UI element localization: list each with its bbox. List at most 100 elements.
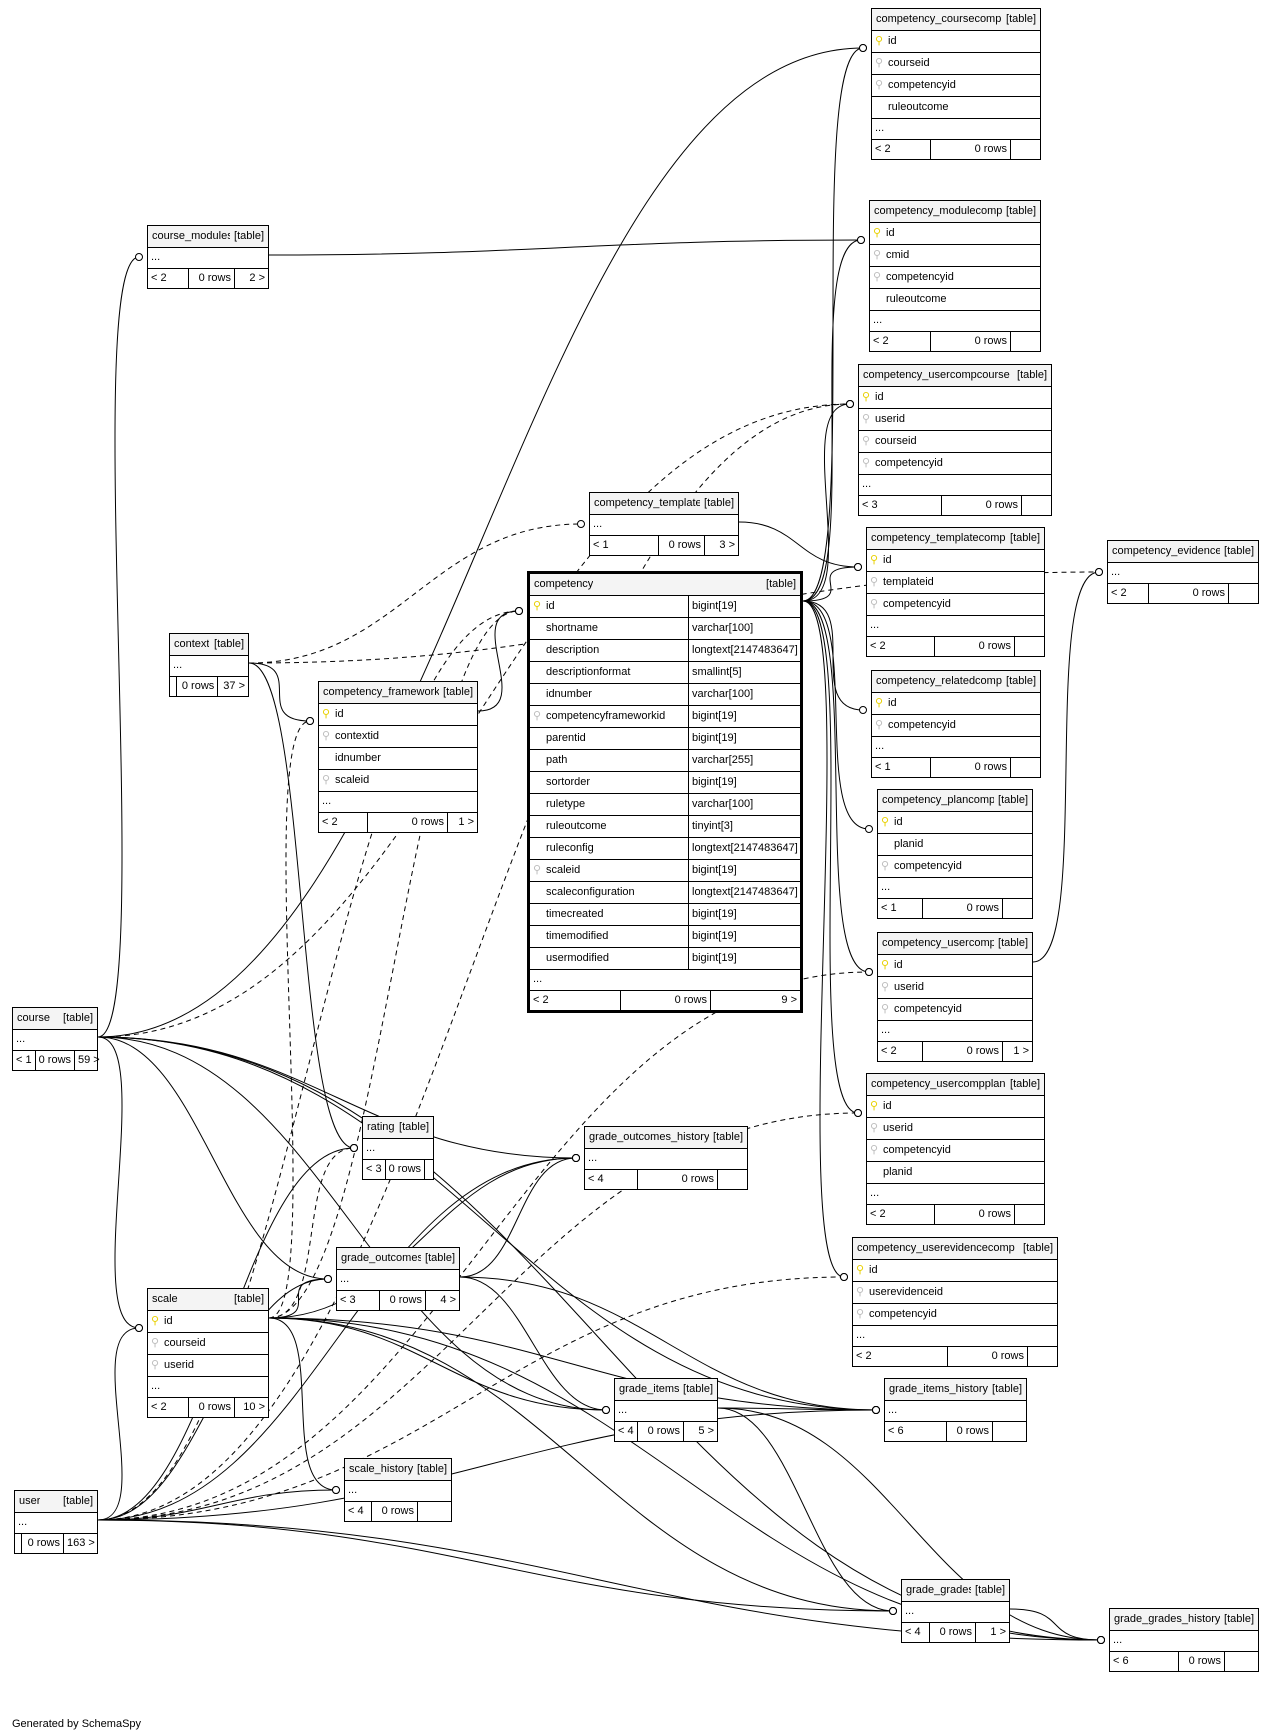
parents-count[interactable]: < 4 [618, 1425, 634, 1437]
column-row[interactable]: ⚲templateid [867, 572, 1044, 594]
table-name[interactable]: competency_template [594, 497, 701, 509]
children-count[interactable] [717, 1170, 747, 1189]
table-header[interactable]: competency_usercomp[table] [878, 933, 1032, 955]
children-count[interactable] [424, 1160, 433, 1179]
table-name[interactable]: competency_usercompplan [871, 1078, 1006, 1090]
column-row[interactable]: ⚲contextid [319, 726, 477, 748]
column-row[interactable]: ⚲id [853, 1260, 1057, 1282]
table-competency-framework[interactable]: competency_framework[table]⚲id⚲contextid… [318, 681, 478, 833]
table-name[interactable]: scale_history [349, 1463, 414, 1475]
table-name[interactable]: competency_evidence [1112, 545, 1221, 557]
table-name[interactable]: competency [534, 578, 594, 590]
children-count[interactable] [1010, 140, 1040, 159]
table-header[interactable]: competency_coursecomp[table] [872, 9, 1040, 31]
table-name[interactable]: competency_userevidencecomp [857, 1242, 1015, 1254]
parents-count[interactable]: < 6 [1113, 1655, 1129, 1667]
column-row[interactable]: ⚲competencyid [867, 1140, 1044, 1162]
column-row[interactable]: ⚲id [872, 31, 1040, 53]
table-competency-relatedcomp[interactable]: competency_relatedcomp[table]⚲id⚲compete… [871, 670, 1041, 778]
table-name[interactable]: competency_plancomp [882, 794, 995, 806]
column-row[interactable]: ⚲courseid [148, 1333, 268, 1355]
table-competency-coursecomp[interactable]: competency_coursecomp[table]⚲id⚲courseid… [871, 8, 1041, 160]
table-header[interactable]: competency_plancomp[table] [878, 790, 1032, 812]
table-competency-modulecomp[interactable]: competency_modulecomp[table]⚲id⚲cmid⚲com… [869, 200, 1041, 352]
table-header[interactable]: grade_grades_history[table] [1110, 1609, 1258, 1631]
table-header[interactable]: grade_grades[table] [902, 1580, 1009, 1602]
table-name[interactable]: competency_usercomp [882, 937, 995, 949]
children-count[interactable] [1228, 584, 1258, 603]
children-count[interactable]: 3 > [704, 536, 738, 555]
table-name[interactable]: competency_framework [323, 686, 440, 698]
children-count[interactable]: 2 > [234, 269, 268, 288]
parents-count[interactable]: < 2 [873, 335, 889, 347]
column-row[interactable]: ⚲id [878, 955, 1032, 977]
column-row[interactable]: planid [878, 834, 1032, 856]
column-row[interactable]: ⚲id [319, 704, 477, 726]
table-name[interactable]: competency_modulecomp [874, 205, 1003, 217]
column-row[interactable]: ⚲competencyid [878, 856, 1032, 878]
parents-count[interactable]: < 3 [366, 1163, 382, 1175]
table-competency-userevidencecomp[interactable]: competency_userevidencecomp[table]⚲id⚲us… [852, 1237, 1058, 1367]
parents-count[interactable]: < 2 [875, 143, 891, 155]
children-count[interactable]: 59 > [74, 1051, 103, 1070]
children-count[interactable] [417, 1502, 451, 1521]
column-row[interactable]: ⚲competencyid [872, 75, 1040, 97]
table-name[interactable]: user [19, 1495, 41, 1507]
table-name[interactable]: grade_outcomes [341, 1252, 422, 1264]
parents-count[interactable]: < 6 [888, 1425, 904, 1437]
column-row[interactable]: ruleoutcome [872, 97, 1040, 119]
parents-count[interactable]: < 4 [588, 1173, 604, 1185]
table-name[interactable]: grade_grades [906, 1584, 972, 1596]
parents-count[interactable]: < 2 [151, 272, 167, 284]
parents-count[interactable]: < 1 [593, 539, 609, 551]
table-header[interactable]: grade_outcomes_history[table] [585, 1127, 747, 1149]
column-row[interactable]: ⚲scaleid [319, 770, 477, 792]
table-name[interactable]: rating [367, 1121, 395, 1133]
parents-count[interactable]: < 2 [870, 1208, 886, 1220]
column-row[interactable]: ⚲id [148, 1311, 268, 1333]
column-row[interactable]: ⚲id [859, 387, 1051, 409]
table-header[interactable]: scale_history[table] [345, 1459, 451, 1481]
column-row[interactable]: ⚲competencyid [872, 715, 1040, 737]
parents-count[interactable]: < 3 [862, 499, 878, 511]
children-count[interactable]: 5 > [683, 1422, 717, 1441]
column-row[interactable]: ⚲courseid [859, 431, 1051, 453]
table-name[interactable]: competency_relatedcomp [876, 675, 1002, 687]
table-name[interactable]: competency_usercompcourse [863, 369, 1010, 381]
children-count[interactable] [1014, 1205, 1044, 1224]
column-row[interactable]: ⚲userevidenceid [853, 1282, 1057, 1304]
table-header[interactable]: competency_usercompcourse[table] [859, 365, 1051, 387]
table-competency-usercomp[interactable]: competency_usercomp[table]⚲id⚲userid⚲com… [877, 932, 1033, 1062]
column-row[interactable]: ⚲competencyid [859, 453, 1051, 475]
table-header[interactable]: competency_userevidencecomp[table] [853, 1238, 1057, 1260]
column-row[interactable]: ⚲competencyid [870, 267, 1040, 289]
column-row[interactable]: ⚲cmid [870, 245, 1040, 267]
parents-count[interactable]: < 1 [16, 1054, 32, 1066]
parents-count[interactable]: < 2 [151, 1401, 167, 1413]
table-header[interactable]: competency_templatecomp[table] [867, 528, 1044, 550]
children-count[interactable]: 4 > [425, 1291, 459, 1310]
table-header[interactable]: grade_outcomes[table] [337, 1248, 459, 1270]
parents-count[interactable]: < 4 [905, 1626, 921, 1638]
table-name[interactable]: grade_outcomes_history [589, 1131, 710, 1143]
table-header[interactable]: grade_items_history[table] [885, 1379, 1026, 1401]
column-row[interactable]: planid [867, 1162, 1044, 1184]
